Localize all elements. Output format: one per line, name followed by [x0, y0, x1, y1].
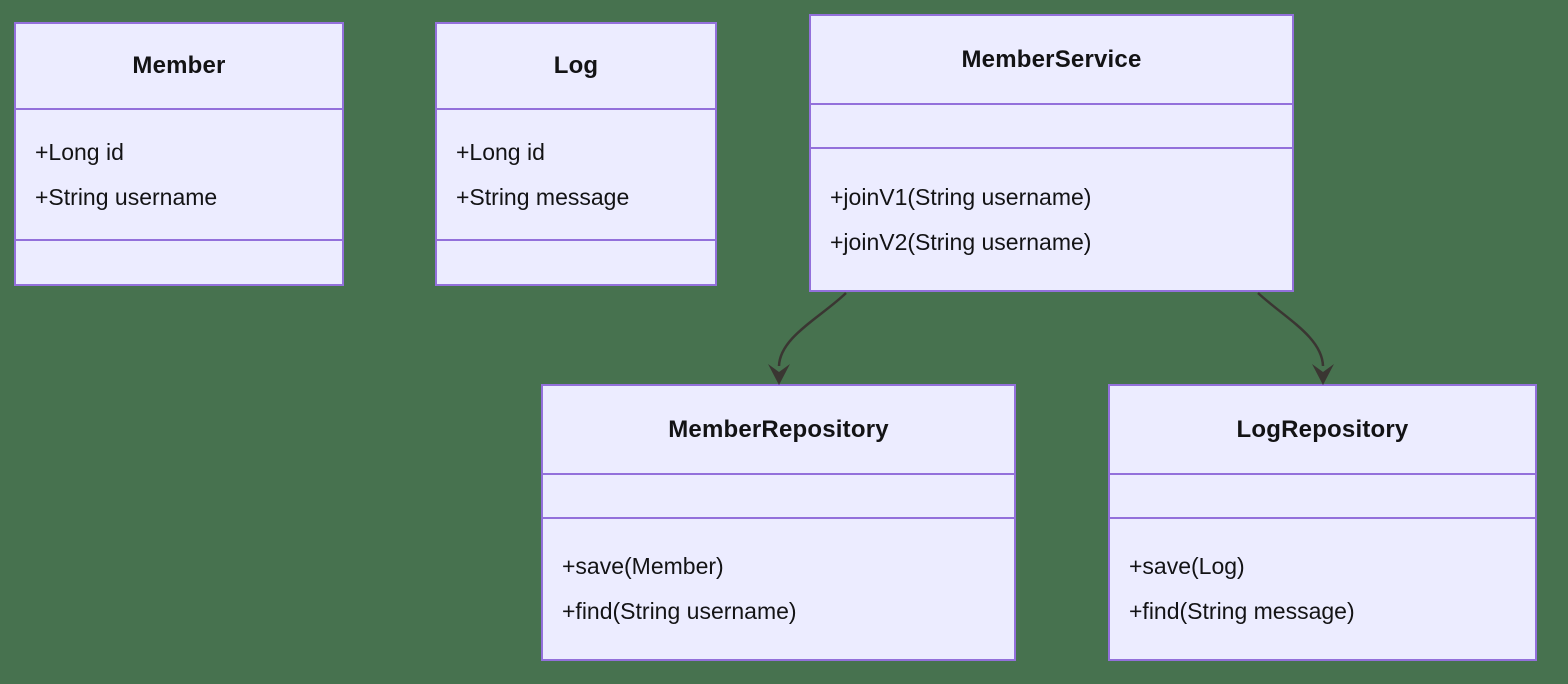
attributes-section-member-service: [811, 103, 1292, 147]
methods-section-log-repository: +save(Log) +find(String message): [1110, 517, 1535, 659]
attribute-line: +String message: [456, 183, 630, 210]
class-box-log-repository: LogRepository +save(Log) +find(String me…: [1108, 384, 1537, 661]
attribute-line: +String username: [35, 183, 218, 210]
attributes-section-log: +Long id +String message: [437, 108, 715, 239]
class-title-log-repository: LogRepository: [1236, 415, 1409, 443]
class-box-log: Log +Long id +String message: [435, 22, 717, 286]
method-line: +save(Member): [562, 553, 724, 579]
methods-section-member-service: +joinV1(String username) +joinV2(String …: [811, 147, 1292, 290]
class-title-log: Log: [553, 52, 599, 79]
methods-section-log: [437, 239, 715, 284]
class-box-member-repository: MemberRepository +save(Member) +find(Str…: [541, 384, 1016, 661]
class-title-member-service: MemberService: [961, 45, 1142, 73]
arrow-memberservice-to-memberrepository-line: [777, 292, 847, 367]
method-line: +find(String message): [1129, 598, 1355, 624]
class-box-member: Member +Long id +String username: [14, 22, 344, 286]
attribute-line: +Long id: [456, 138, 545, 165]
attributes-section-log-repository: [1110, 473, 1535, 517]
class-title-member-repository: MemberRepository: [668, 415, 889, 443]
method-line: +find(String username): [562, 598, 797, 624]
arrowhead-memberrepository-icon: [768, 364, 790, 385]
methods-section-member: [16, 239, 342, 284]
method-line: +joinV2(String username): [830, 228, 1092, 255]
attribute-line: +Long id: [35, 138, 124, 165]
method-line: +save(Log): [1129, 553, 1245, 579]
attributes-section-member: +Long id +String username: [16, 108, 342, 239]
arrowhead-logrepository-icon: [1312, 364, 1334, 385]
class-box-member-service: MemberService +joinV1(String username) +…: [809, 14, 1294, 292]
methods-section-member-repository: +save(Member) +find(String username): [543, 517, 1014, 659]
class-title-member: Member: [132, 52, 226, 79]
arrow-memberservice-to-logrepository-line: [1257, 292, 1325, 367]
method-line: +joinV1(String username): [830, 183, 1092, 210]
attributes-section-member-repository: [543, 473, 1014, 517]
